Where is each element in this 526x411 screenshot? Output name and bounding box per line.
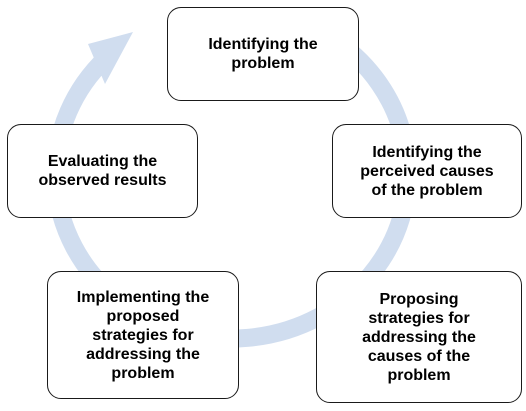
step-proposing-strategies: Proposing strategies for addressing the … — [316, 271, 522, 403]
step-label: Implementing the proposed strategies for… — [76, 288, 210, 382]
step-identifying-causes: Identifying the perceived causes of the … — [332, 124, 522, 218]
step-identifying-problem: Identifying the problem — [167, 7, 359, 101]
step-evaluating-results: Evaluating the observed results — [7, 124, 198, 218]
step-label: Evaluating the observed results — [38, 153, 167, 189]
cycle-arrowhead — [88, 32, 133, 84]
step-label: Identifying the perceived causes of the … — [360, 143, 494, 199]
step-label: Identifying the problem — [208, 36, 318, 72]
step-label: Proposing strategies for addressing the … — [362, 290, 476, 384]
step-implementing-strategies: Implementing the proposed strategies for… — [47, 271, 239, 399]
